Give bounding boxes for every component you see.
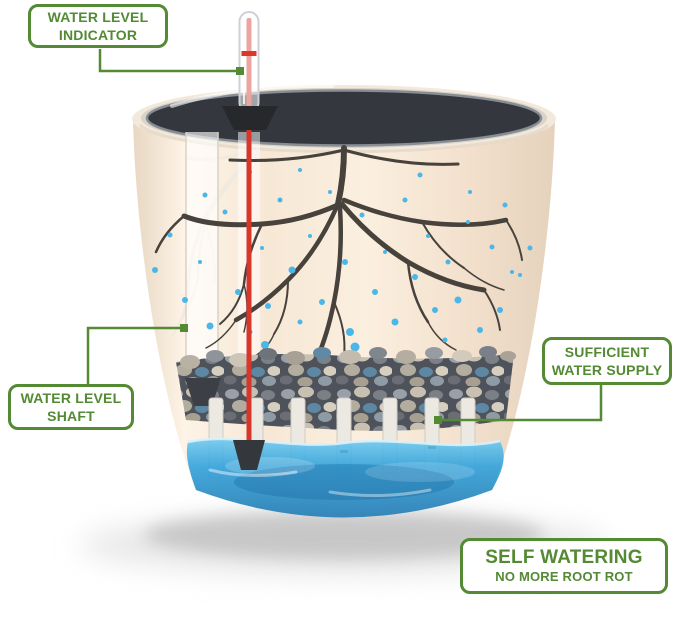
indicator-cap bbox=[222, 106, 278, 130]
callout-line: WATER SUPPLY bbox=[551, 362, 663, 378]
callout-line: SELF WATERING bbox=[485, 547, 643, 569]
callout-sufficient-water-supply: SUFFICIENT WATER SUPPLY bbox=[542, 337, 672, 385]
indicator-foot bbox=[233, 440, 265, 470]
callout-line: WATER LEVEL bbox=[20, 389, 122, 406]
callout-line: INDICATOR bbox=[58, 27, 138, 43]
connector-water-level-shaft bbox=[86, 326, 182, 384]
indicator-tube bbox=[238, 11, 260, 113]
callout-connectors bbox=[86, 49, 603, 424]
callout-self-watering: SELF WATERING NO MORE ROOT ROT bbox=[460, 538, 668, 594]
water-droplets bbox=[152, 168, 533, 352]
connector-water-level-indicator bbox=[98, 49, 240, 73]
callout-water-level-indicator: WATER LEVEL INDICATOR bbox=[28, 4, 168, 48]
callout-line: SUFFICIENT bbox=[564, 343, 650, 360]
indicator-max-mark bbox=[241, 51, 257, 56]
callout-line: NO MORE ROOT ROT bbox=[495, 569, 633, 585]
callout-line: SHAFT bbox=[47, 408, 95, 424]
callout-line: WATER LEVEL bbox=[47, 8, 149, 25]
water-level-shaft bbox=[185, 132, 260, 380]
connector-sufficient-water-supply bbox=[440, 383, 603, 422]
water-level-indicator bbox=[222, 11, 278, 470]
connector-endpoints bbox=[180, 67, 442, 424]
callout-water-level-shaft: WATER LEVEL SHAFT bbox=[8, 384, 134, 430]
water-reservoir bbox=[186, 437, 504, 518]
